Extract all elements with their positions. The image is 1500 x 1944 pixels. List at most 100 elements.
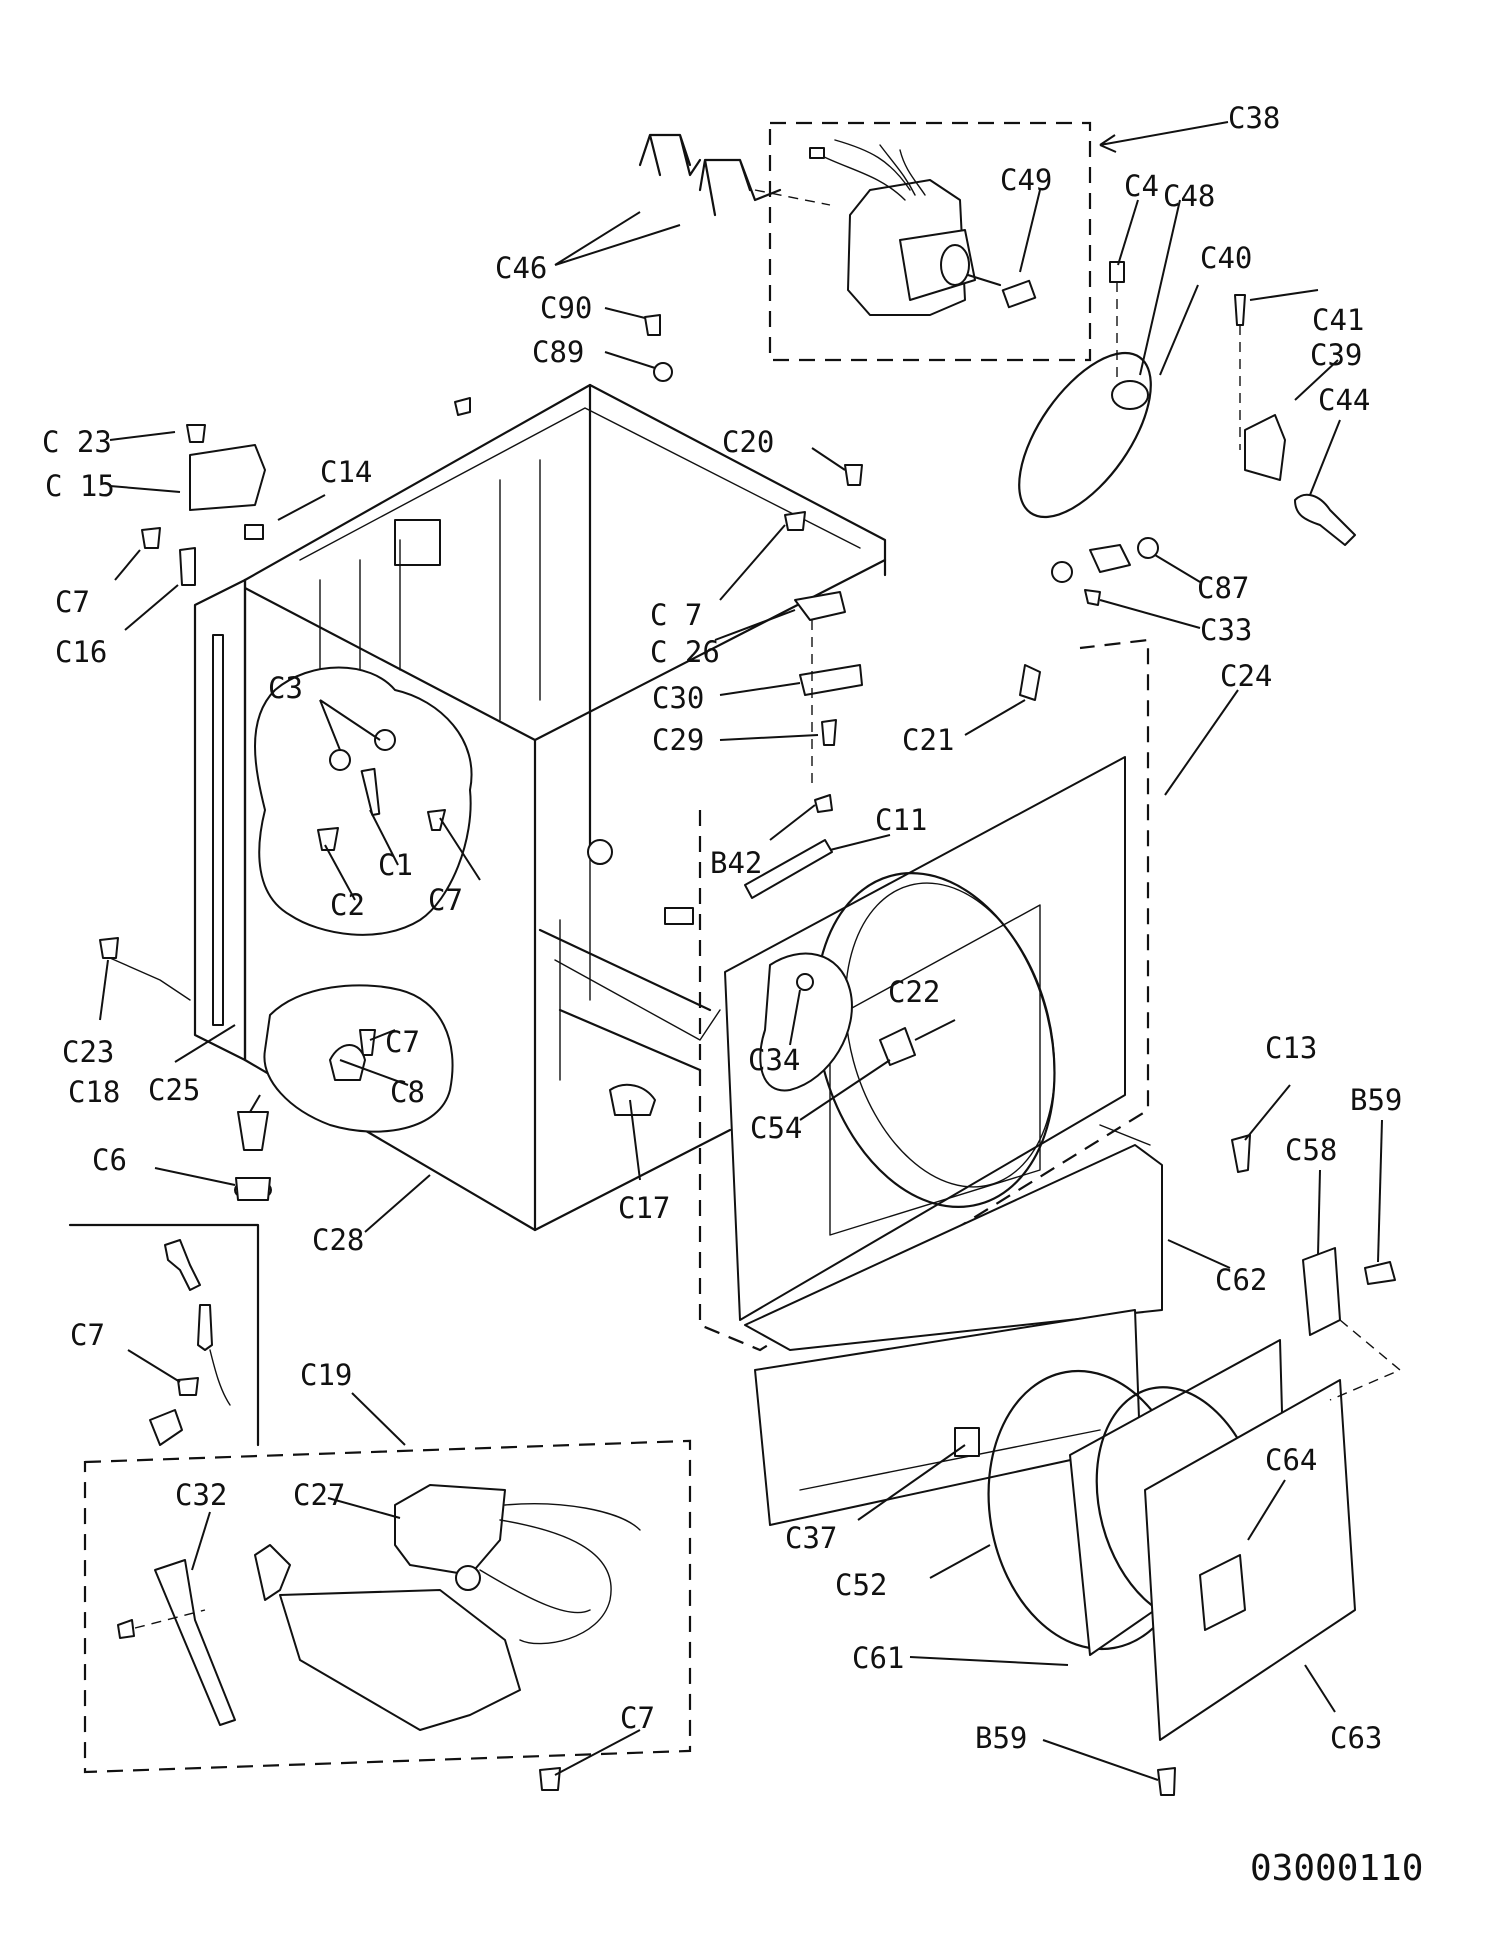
screw-c23-lower [99, 937, 119, 959]
callout-c7-left: C7 [55, 585, 90, 619]
nut-c3a [329, 749, 351, 771]
base-foot-mount [587, 839, 613, 865]
toe-panel [744, 1124, 1163, 1351]
leader-arrows [99, 121, 1383, 1781]
callout-c28: C28 [312, 1223, 364, 1257]
bracket-c16 [179, 547, 196, 586]
screw-c7-lower [359, 1029, 376, 1056]
screw-c34 [796, 973, 814, 991]
igniter-c32 [154, 1559, 236, 1726]
screw-c41 [1234, 294, 1246, 326]
cabinet-front-top [533, 558, 887, 742]
callout-c16: C16 [55, 635, 107, 669]
callout-c44: C44 [1318, 383, 1370, 417]
callout-c41: C41 [1312, 303, 1364, 337]
motor-assembly [768, 121, 1092, 362]
callout-c8: C8 [390, 1075, 425, 1109]
motor-pulley [940, 244, 970, 286]
callout-c38: C38 [1228, 101, 1280, 135]
cabinet [193, 383, 887, 1232]
idler-screw [1109, 261, 1125, 283]
front-panel-group [698, 638, 1150, 1352]
callout-c26: C 26 [650, 635, 720, 669]
callout-c21: C21 [902, 723, 954, 757]
callout-c3: C3 [268, 671, 303, 705]
screw-c7-left [141, 527, 161, 549]
door-handle-c64 [1199, 1554, 1246, 1631]
callout-c52: C52 [835, 1568, 887, 1602]
callout-c90: C90 [540, 291, 592, 325]
motor-wires [819, 139, 926, 201]
callout-c58: C58 [1285, 1133, 1337, 1167]
callout-c29: C29 [652, 723, 704, 757]
foot-pad-body [235, 1177, 271, 1201]
callout-c7-cord: C7 [70, 1318, 105, 1352]
front-cutaway [759, 952, 853, 1092]
cutaway-upper [254, 666, 473, 936]
motor-assembly-outline [768, 121, 1092, 362]
callout-c1: C1 [378, 848, 413, 882]
callout-c22: C22 [888, 975, 940, 1009]
cord-plug [164, 1239, 201, 1291]
callout-c7-switch: C 7 [650, 598, 702, 632]
rear-slot [212, 634, 224, 1026]
support-bracket-1 [638, 133, 702, 177]
leveling-leg [237, 1111, 269, 1151]
burner-tube [279, 1589, 521, 1731]
callout-b59-hinge: B59 [1350, 1083, 1402, 1117]
clip-c14 [244, 524, 264, 540]
door-opening-frame [829, 904, 1041, 1236]
screw-c7-switch [784, 511, 806, 531]
hinge-pin-c13 [1231, 1134, 1251, 1173]
idler-bracket [1244, 414, 1286, 481]
thermal-fuse [197, 1304, 213, 1351]
screw-c7-burner [539, 1767, 561, 1791]
callout-c25: C25 [148, 1073, 200, 1107]
clamp-c1 [360, 767, 381, 816]
cord-area-frame [68, 1223, 260, 1447]
drawing-number: 03000110 [1250, 1848, 1423, 1889]
upper-right-parts [1051, 294, 1356, 606]
cabinet-inner-rim [299, 407, 861, 561]
cabinet-rear-flange [193, 578, 247, 1062]
door-switch-c30 [799, 664, 863, 696]
door-assembly [754, 1134, 1402, 1796]
screw-c2 [317, 827, 339, 851]
callout-c2: C2 [330, 888, 365, 922]
callout-labels: C38 C49 C4 C48 C40 C46 C90 C89 C41 C39 C… [42, 101, 1402, 1755]
valve-coil [455, 1565, 481, 1591]
switch-bracket-c26 [794, 591, 846, 621]
clip-c89 [653, 362, 673, 382]
callout-c32: C32 [175, 1478, 227, 1512]
back-wall-component [394, 519, 441, 566]
screw-c90 [644, 314, 661, 336]
callout-c23-lower: C23 [62, 1035, 114, 1069]
drive-belt [1018, 351, 1152, 519]
callout-c15: C 15 [45, 469, 115, 503]
motor-shaft [966, 273, 1002, 287]
clip-c87 [1089, 544, 1131, 573]
bracket-c21 [1019, 664, 1041, 701]
outer-door-c63 [1144, 1379, 1356, 1741]
base-component [664, 907, 694, 925]
motor-switch [1001, 279, 1037, 309]
clip-c22 [879, 1027, 916, 1066]
callout-c11: C11 [875, 803, 927, 837]
callout-b59-door: B59 [975, 1721, 1027, 1755]
callout-c24: C24 [1220, 659, 1272, 693]
callout-c23-top: C 23 [42, 425, 112, 459]
screw-c23-top [186, 424, 206, 443]
cabinet-top [243, 383, 887, 582]
callout-c17: C17 [618, 1191, 670, 1225]
nut-c3b [374, 729, 396, 751]
callout-c48: C48 [1163, 179, 1215, 213]
callout-c87: C87 [1197, 571, 1249, 605]
hinge-c58 [1302, 1247, 1341, 1336]
grommet-c87 [1137, 537, 1159, 559]
nut-c87 [1051, 561, 1073, 583]
cord-area [68, 1223, 260, 1447]
drum-support-brackets [638, 133, 831, 217]
screw-c32 [117, 1619, 135, 1639]
cord-clip [149, 1409, 183, 1446]
